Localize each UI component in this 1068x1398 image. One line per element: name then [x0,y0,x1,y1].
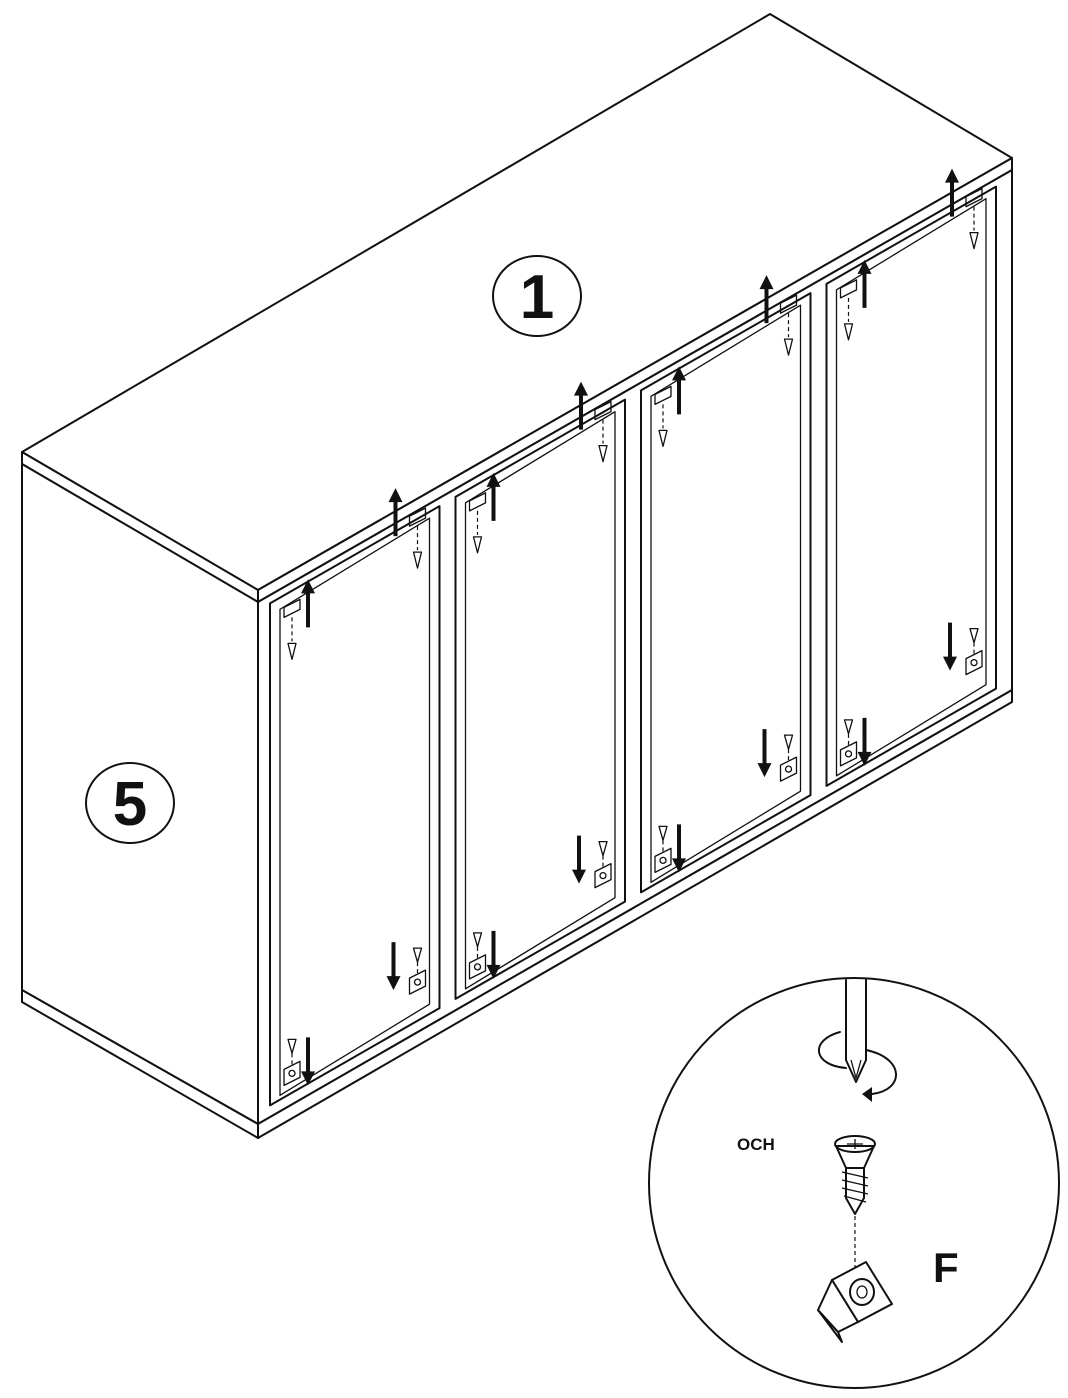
detail-circle [648,977,1060,1389]
arrow-up-icon [486,472,501,521]
hole-icon [659,856,667,865]
hole-icon [844,750,853,758]
screw-icon [783,338,794,356]
bracket-icon [839,279,858,299]
corner-bracket-icon [594,862,612,889]
arrow-down-icon [757,729,772,778]
hole-icon [599,871,607,880]
corner-bracket-icon [817,1261,893,1343]
back-panel [640,292,812,894]
arrow-down-icon [486,930,501,979]
back-panel [269,505,441,1107]
corner-bracket-icon [408,969,427,995]
screw-icon [834,1135,876,1215]
back-panel [825,185,997,787]
bracket-icon [965,187,983,208]
screwdriver-icon [818,979,897,1102]
panel-inset [279,517,431,1097]
bracket-icon [283,598,301,619]
label-top-panel: 1 [492,255,582,337]
label-circle [85,762,175,844]
screw-icon [783,734,794,750]
screw-icon [969,231,979,250]
corner-bracket-icon [468,954,487,980]
arrow-down-icon [386,942,401,991]
bracket-icon [408,507,427,527]
panel-inset [650,304,802,884]
arrow-up-icon [574,381,588,430]
corner-bracket-icon [965,649,983,676]
hole-icon [784,765,793,773]
screw-icon [969,627,979,644]
arrow-down-icon [672,824,686,873]
hole-icon [970,658,978,667]
corner-bracket-icon [839,741,858,767]
arrow-up-icon [945,168,959,217]
arrow-down-icon [943,622,957,671]
corner-bracket-icon [283,1060,301,1087]
arrow-down-icon [301,1037,315,1086]
back-panels [269,168,997,1107]
screw-icon [843,323,854,341]
side-panel-number: 5 [113,770,147,839]
back-panel [454,398,626,1000]
bracket-icon [654,385,672,406]
screw-icon [598,840,608,857]
arrow-up-icon [759,275,774,324]
hole-note: OCH [737,1135,775,1154]
screw-icon [472,536,483,554]
screw-icon [412,947,423,963]
screw-icon [598,444,608,463]
screw-icon [287,1038,297,1055]
screw-icon [287,642,297,661]
screw-icon [412,551,423,569]
hole-icon [473,963,482,971]
screw-icon [843,719,854,735]
arrow-up-icon [301,579,315,628]
hardware-label: F [933,1244,959,1291]
arrow-up-icon [388,488,403,537]
bracket-icon [779,294,798,314]
cabinet-body [21,13,1013,1139]
hole-icon [288,1069,296,1078]
bottom-rail [257,689,1013,1139]
screw-icon [472,932,483,948]
bracket-icon [594,400,612,421]
screw-icon [658,429,668,448]
bracket-icon [468,492,487,512]
hole-icon [413,978,422,986]
arrow-down-icon [572,835,586,884]
panel-inset [835,197,987,777]
arrow-up-icon [672,366,686,415]
corner-bracket-icon [654,847,672,874]
corner-bracket-icon [779,756,798,782]
detail-callout: OCH F [648,977,1060,1389]
screw-icon [658,825,668,842]
top-panel-number: 1 [520,263,554,332]
label-circle [492,255,582,337]
arrow-up-icon [857,259,872,308]
label-side-panel: 5 [85,762,175,844]
panel-inset [464,410,616,990]
arrow-down-icon [857,717,872,766]
